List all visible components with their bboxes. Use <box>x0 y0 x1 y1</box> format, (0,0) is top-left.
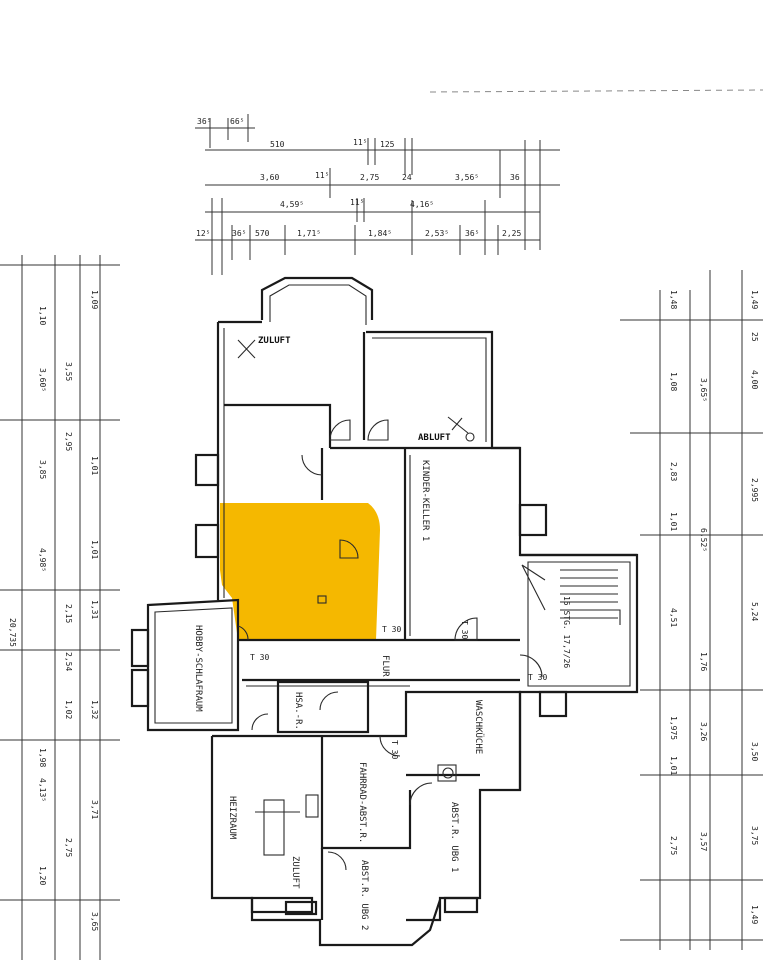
dim-right-in-8: 1,76 <box>699 652 708 671</box>
staircase <box>521 564 621 625</box>
dim-right-in-5: 1,01 <box>669 512 678 531</box>
dim-right-in-7: 4,51 <box>669 608 678 627</box>
label-abst2: ABST.R. UBG 2 <box>359 860 369 930</box>
dim-right-2: 25 <box>750 332 759 342</box>
dim-left-6: 2,54 <box>64 652 73 671</box>
dim-top-16: 36⁵ <box>232 229 246 238</box>
highlighted-room[interactable] <box>220 503 380 640</box>
dim-top-5: 125 <box>380 140 395 149</box>
dim-top-17: 570 <box>255 229 270 238</box>
dim-left-in-4: 2,95 <box>64 432 73 451</box>
dim-top-19: 1,84⁵ <box>368 229 392 238</box>
dim-top-7: 11⁵ <box>315 171 329 180</box>
label-zuluft-2: ZULUFT <box>290 856 300 889</box>
dim-right-in-4: 2,83 <box>669 462 678 481</box>
dim-top-14: 4,16⁵ <box>410 200 434 209</box>
dim-top-2: 66⁵ <box>230 117 244 126</box>
dim-right-8: 1,49 <box>750 905 759 924</box>
dim-right-in-2: 1,08 <box>669 372 678 391</box>
dim-left-in-1: 1,10 <box>38 306 47 325</box>
dim-left-in-5: 1,31 <box>90 600 99 619</box>
label-flur: FLUR <box>380 655 390 677</box>
scan-artifact-line <box>429 89 763 93</box>
boiler-fixture <box>263 799 285 856</box>
dim-top-10: 3,56⁵ <box>455 173 479 182</box>
label-kinder-keller: KINDER-KELLER 1 <box>420 460 430 541</box>
dim-left-in-3: 3,60⁵ <box>38 368 47 392</box>
dim-right-6: 3,50 <box>750 742 759 761</box>
dim-left-in-2: 3,55 <box>64 362 73 381</box>
dim-left-2: 3,85 <box>38 460 47 479</box>
dim-left-1: 1,09 <box>90 290 99 309</box>
dim-top-11: 36 <box>510 173 520 182</box>
door-label-4: T 30 <box>390 740 399 759</box>
dim-left-total: 20,735 <box>8 618 17 647</box>
dim-right-in-13: 3,57 <box>699 832 708 851</box>
label-stair: 15 STG. 17,7/26 <box>562 596 571 668</box>
fixtures <box>237 339 475 856</box>
door-label-1: T 30 <box>382 625 401 634</box>
label-waschkueche: WASCHKÜCHE <box>473 700 484 754</box>
dim-right-in-11: 1,01 <box>669 756 678 775</box>
door-swings <box>237 419 543 871</box>
door-label-5: T 30 <box>460 620 469 639</box>
dim-left-10: 3,71 <box>90 800 99 819</box>
label-heizraum: HEIZRAUM <box>227 796 237 840</box>
dim-left-in-6: 2,15 <box>64 604 73 623</box>
dim-top-1: 36⁵ <box>197 117 211 126</box>
dim-top-3: 510 <box>270 140 285 149</box>
dim-right-4: 2,995 <box>750 478 759 502</box>
label-zuluft: ZULUFT <box>258 336 291 346</box>
door-label-3: T 30 <box>528 673 547 682</box>
label-abluft: ABLUFT <box>418 433 451 443</box>
windows <box>130 453 568 916</box>
dim-right-5: 5,24 <box>750 602 759 621</box>
dim-top-22: 2,25 <box>502 229 521 238</box>
dim-top-6: 3,60 <box>260 173 279 182</box>
dim-top-4: 11⁵ <box>353 138 367 147</box>
dimension-chain-top: 36⁵ 66⁵ 510 11⁵ 125 3,60 11⁵ 2,75 24 3,5… <box>195 114 560 275</box>
dim-top-15: 12⁵ <box>196 229 210 238</box>
dim-top-12: 4,59⁵ <box>280 200 304 209</box>
dimension-chain-right: 1,49 25 4,00 2,995 5,24 3,50 3,75 1,49 1… <box>620 270 763 950</box>
dim-left-3: 1,01 <box>90 456 99 475</box>
label-abst1: ABST.R. UBG 1 <box>449 802 459 872</box>
door-labels: T 30 T 30 T 30 T 30 T 30 <box>250 620 547 759</box>
dim-right-1: 1,49 <box>750 290 759 309</box>
dim-right-in-12: 2,75 <box>669 836 678 855</box>
dim-top-21: 36⁵ <box>465 229 479 238</box>
dim-left-11: 1,20 <box>38 866 47 885</box>
dim-right-in-3: 3,65⁵ <box>699 378 708 402</box>
dim-left-in-9: 3,65 <box>90 912 99 931</box>
label-hobby: HOBBY-SCHLAFRAUM <box>193 625 203 712</box>
label-hsa: HSA.-R. <box>293 692 303 730</box>
dim-right-in-10: 3,26 <box>699 722 708 741</box>
dim-left-9: 2,75 <box>64 838 73 857</box>
dim-left-8: 4,13⁵ <box>38 778 47 802</box>
dim-right-7: 3,75 <box>750 826 759 845</box>
room-labels: ZULUFT ABLUFT KINDER-KELLER 1 FLUR HOBBY… <box>193 336 571 930</box>
dim-right-in-1: 1,48 <box>669 290 678 309</box>
dim-left-in-7: 1,32 <box>90 700 99 719</box>
dim-top-18: 1,71⁵ <box>297 229 321 238</box>
dim-left-7: 1,98 <box>38 748 47 767</box>
dim-left-in-8: 1,02 <box>64 700 73 719</box>
label-fahrrad: FAHRRAD-ABST.R. <box>357 762 367 843</box>
door-label-2: T 30 <box>250 653 269 662</box>
dim-left-5: 4,98⁵ <box>38 548 47 572</box>
dim-left-4: 1,01 <box>90 540 99 559</box>
dim-right-3: 4,00 <box>750 370 759 389</box>
dim-top-8: 2,75 <box>360 173 379 182</box>
dim-right-in-9: 1,975 <box>669 716 678 740</box>
dim-top-9: 24 <box>402 173 412 182</box>
dimension-chain-left: 20,735 1,09 3,85 1,01 1,01 4,98⁵ 2,54 1,… <box>0 255 120 960</box>
dim-top-20: 2,53⁵ <box>425 229 449 238</box>
dim-right-in-6: 6,52⁵ <box>699 528 708 552</box>
